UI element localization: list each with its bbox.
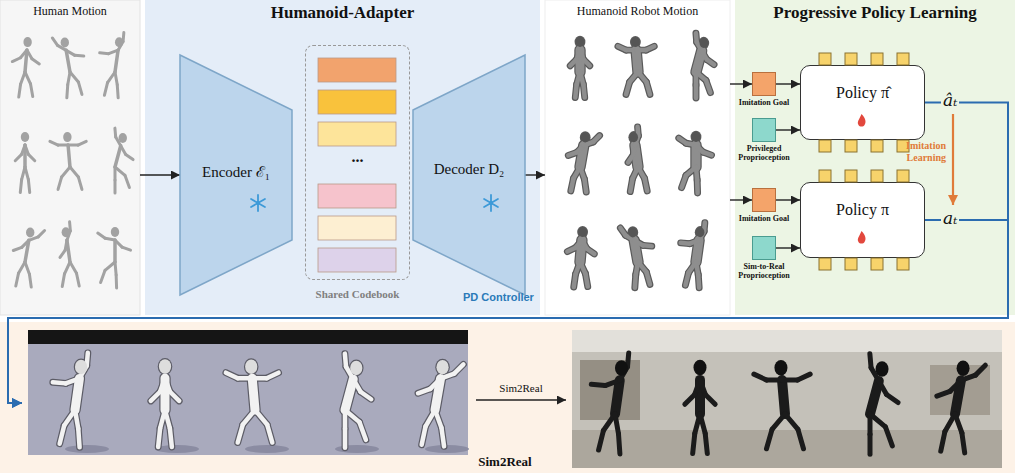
block-label: Encoder ℰ₁: [202, 161, 270, 181]
figure: [15, 132, 35, 192]
block-label: Decoder D₂: [434, 161, 505, 178]
flow-arrow: [776, 129, 800, 130]
flow-arrow: [730, 83, 752, 84]
panel: Imitation GoalPrivileged ProprioceptionP…: [735, 0, 1015, 315]
figure: [568, 131, 599, 192]
token-label: Privileged Proprioception: [728, 145, 800, 163]
input-token: Imitation Goal: [752, 72, 776, 96]
panel-title: Sim2Real: [478, 454, 531, 470]
token-label: Imitation Goal: [728, 99, 800, 108]
block-label: Policy π̂: [836, 84, 889, 102]
figure: [681, 223, 706, 288]
flow-arrow: [140, 174, 180, 175]
flow-arrow: [730, 199, 752, 200]
token-label: Imitation Goal: [728, 215, 800, 224]
panel-title: Humanoid Robot Motion: [577, 4, 698, 19]
panel-ground: [0, 0, 140, 315]
output-symbol: âₜ: [941, 90, 959, 110]
figure: [98, 227, 131, 288]
figure: [60, 222, 79, 287]
encoder-block: Encoder ℰ₁: [180, 55, 292, 295]
output-symbol: aₜ: [941, 208, 959, 228]
shadow: [65, 445, 109, 453]
figure: [345, 354, 371, 448]
panel: Sim2Real: [22, 322, 1015, 473]
real-photos: [580, 360, 640, 420]
sim-frames: [28, 330, 468, 344]
figure: [679, 131, 712, 193]
flow-arrow: [776, 83, 800, 84]
shape: [801, 183, 926, 259]
trainable-icon: [858, 231, 866, 244]
figure: [100, 33, 124, 98]
panel: Humanoid Robot Motion: [545, 0, 730, 315]
panel-title: Progressive Policy Learning: [773, 3, 976, 23]
figure: [151, 358, 179, 447]
frozen-icon: [251, 195, 265, 211]
figure: [52, 37, 83, 97]
frozen-icon: [484, 195, 498, 211]
ellipsis: ...: [352, 148, 364, 166]
shape: [801, 66, 926, 141]
real-photos: [572, 430, 1002, 468]
panel-ground: [545, 0, 730, 315]
figure: [696, 33, 714, 98]
figure: [620, 226, 651, 288]
panel-title: Humanoid-Adapter: [271, 3, 415, 23]
input-token: Privileged Proprioception: [752, 118, 776, 142]
panel-ground: [0, 322, 1015, 473]
arrow-label: Imitation Learning: [884, 140, 946, 163]
flow-arrow: [776, 247, 800, 248]
figure: [115, 128, 133, 193]
figure: [937, 360, 985, 452]
figure: [567, 226, 594, 287]
flow-arrow: [776, 199, 800, 200]
policy-box: Policy π: [800, 182, 925, 258]
figure: [754, 360, 810, 449]
figure: [870, 354, 898, 455]
panel: Encoder ℰ₁...Shared CodebookDecoder D₂Hu…: [145, 0, 540, 315]
figure: [12, 37, 39, 97]
controller-note: PD Controller: [463, 291, 534, 303]
shadow: [245, 445, 289, 453]
real-photos: [572, 330, 1002, 352]
panel-title: Human Motion: [33, 4, 107, 19]
token-label: Sim-to-Real Proprioception: [728, 263, 800, 281]
figure: [628, 127, 647, 192]
figure: [53, 353, 89, 448]
figure: [591, 353, 628, 454]
real-photos: [572, 330, 1002, 468]
sim-frames: [28, 330, 468, 455]
trainable-icon: [858, 114, 866, 127]
figure: [618, 36, 654, 95]
input-token: Sim-to-Real Proprioception: [752, 236, 776, 260]
box-heading: Shared Codebook: [316, 288, 400, 300]
codebook-box: ...Shared Codebook: [305, 45, 410, 280]
block-label: Policy π: [836, 201, 889, 219]
imitation-arrow: [952, 114, 954, 205]
figure: [570, 36, 590, 98]
panel: Human Motion: [0, 0, 140, 315]
figure: [685, 360, 715, 454]
figure: [50, 132, 86, 189]
input-token: Imitation Goal: [752, 188, 776, 212]
decoder-block: Decoder D₂: [413, 55, 525, 295]
panel-ground: [145, 0, 540, 315]
figure: [226, 358, 279, 442]
arrow-label: Sim2Real: [486, 382, 556, 394]
figure: [418, 359, 463, 447]
policy-box: Policy π̂: [800, 65, 925, 140]
sim2real-arrow: [476, 399, 566, 400]
figure: [13, 227, 44, 287]
flow-arrow: [525, 174, 545, 175]
